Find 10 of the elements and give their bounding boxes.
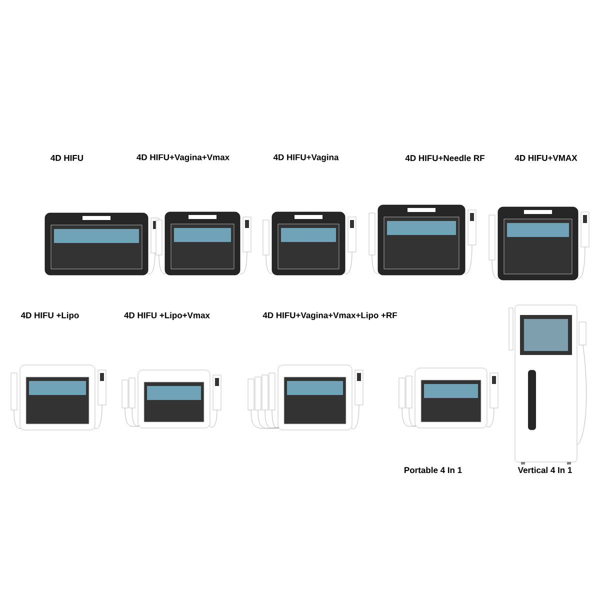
- product-caption: Portable 4 In 1: [404, 466, 462, 474]
- product-caption: 4D HIFU+Vagina+Vmax: [136, 154, 230, 162]
- product-caption: 4D HIFU+VMAX: [514, 155, 578, 161]
- product-caption: 4D HIFU +Lipo+Vmax: [124, 312, 210, 320]
- product-caption: Vertical 4 In 1: [518, 466, 572, 474]
- product-caption: 4D HIFU+Needle RF: [405, 154, 484, 162]
- product-caption: 4D HIFU+Vagina+Vmax+Lipo +RF: [262, 312, 397, 320]
- product-caption: 4D HIFU +Lipo: [20, 312, 79, 320]
- product-caption: 4D HIFU: [50, 155, 83, 161]
- product-caption: 4D HIFU+Vagina: [273, 154, 339, 162]
